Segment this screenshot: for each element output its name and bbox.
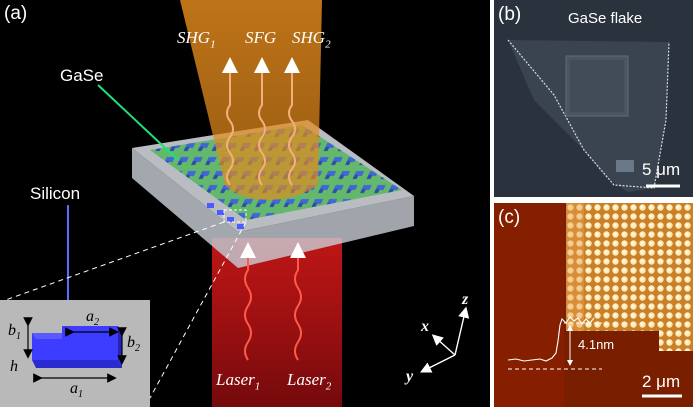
h-label: h bbox=[10, 358, 18, 375]
output-beam bbox=[180, 0, 322, 200]
b2-label: b2 bbox=[127, 334, 140, 355]
gase-label: GaSe bbox=[60, 66, 104, 85]
y-axis-label: y bbox=[406, 368, 414, 385]
height-profile bbox=[507, 316, 595, 362]
zoom-box bbox=[223, 209, 247, 223]
laser2-label: Laser2 bbox=[287, 370, 332, 393]
schematic-panel: (a) SHG1 SFG SHG2 GaSe Silicon Laser1 La… bbox=[0, 0, 490, 407]
panel-b-label: (b) bbox=[498, 4, 522, 25]
output-arrows bbox=[222, 57, 300, 186]
schematic-drawing bbox=[0, 0, 470, 407]
panel-a-label: (a) bbox=[4, 3, 28, 24]
dimension-arrows bbox=[23, 317, 127, 383]
afm-image-panel: (c) 4.1nm 2 μm bbox=[494, 203, 693, 407]
z-axis-label: z bbox=[462, 291, 469, 308]
zoom-line-right bbox=[149, 221, 247, 399]
flake-title: GaSe flake bbox=[568, 10, 643, 27]
zoom-line-left bbox=[0, 221, 225, 303]
x-axis-label: x bbox=[421, 318, 429, 335]
shg2-label: SHG2 bbox=[292, 28, 331, 51]
shg1-label: SHG1 bbox=[177, 28, 216, 51]
flake-outline bbox=[507, 39, 670, 189]
panel-c-label: (c) bbox=[498, 207, 521, 228]
scale-text-c: 2 μm bbox=[642, 372, 681, 391]
afm-image bbox=[494, 203, 693, 407]
a1-label: a1 bbox=[70, 380, 83, 401]
gase-pointer bbox=[97, 84, 179, 161]
optical-image-panel: (b) GaSe flake 5 μm bbox=[494, 0, 693, 197]
silicon-label: Silicon bbox=[30, 184, 81, 203]
pillar-array bbox=[566, 203, 693, 351]
a2-label: a2 bbox=[86, 308, 99, 329]
coordinate-axes bbox=[419, 306, 470, 373]
b1-label: b1 bbox=[8, 322, 21, 343]
step-height-label: 4.1nm bbox=[578, 337, 615, 352]
scale-text-b: 5 μm bbox=[642, 160, 681, 179]
laser-arrows bbox=[240, 242, 306, 361]
sfg-label: SFG bbox=[245, 28, 277, 47]
optical-image bbox=[494, 0, 693, 197]
laser1-label: Laser1 bbox=[216, 370, 261, 393]
